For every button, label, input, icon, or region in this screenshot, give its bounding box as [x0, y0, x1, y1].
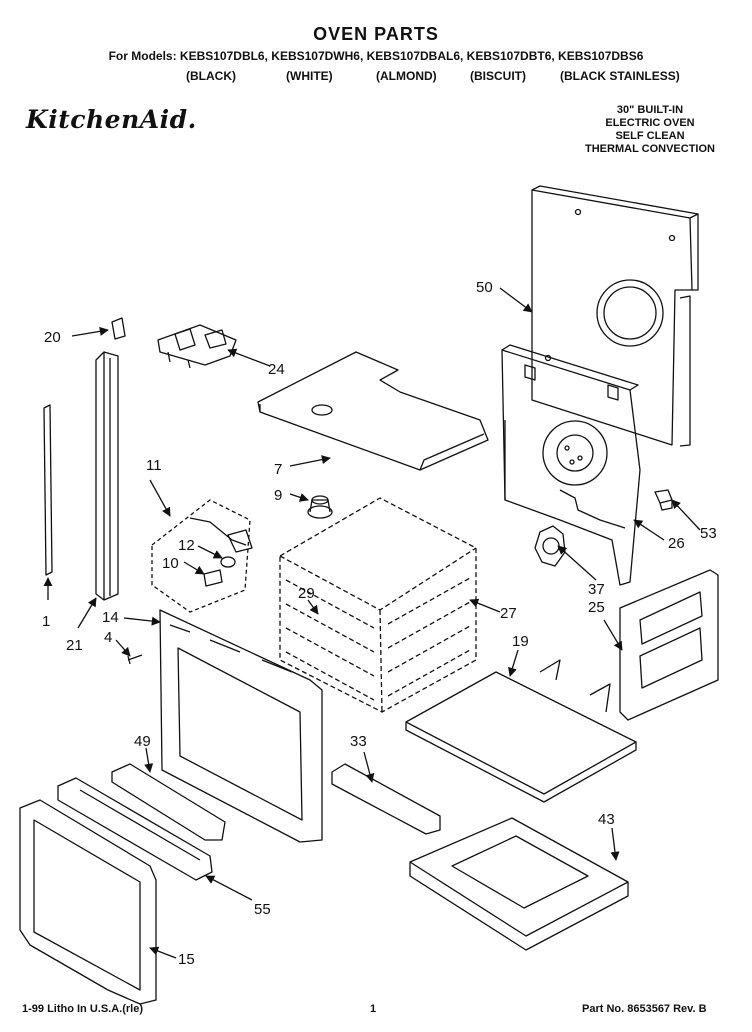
part-door-lock-group: [151, 499, 253, 613]
callout-50: 50: [476, 279, 493, 296]
callout-14: 14: [102, 609, 119, 626]
callout-33: 33: [350, 733, 367, 750]
callout-27: 27: [500, 605, 517, 622]
part-screw: [127, 654, 143, 665]
part-vertical-trim: [43, 404, 53, 576]
part-rear-panel: [531, 185, 699, 447]
desc-line: 30" BUILT-IN: [616, 104, 684, 116]
part-oven-cavity: [279, 497, 477, 713]
part-door-gasket: [19, 799, 157, 1005]
variant-black-stainless: (BLACK STAINLESS): [560, 69, 680, 83]
part-front-frame: [159, 609, 323, 843]
part-broil-tray: [409, 817, 629, 951]
callout-37: 37: [588, 581, 605, 598]
variant-white: (WHITE): [286, 69, 333, 83]
part-top-panel: [257, 351, 489, 471]
page-title: OVEN PARTS: [313, 24, 439, 44]
desc-line: SELF CLEAN: [615, 130, 685, 142]
desc-line: THERMAL CONVECTION: [585, 143, 715, 155]
callout-49: 49: [134, 733, 151, 750]
callout-leaders: [43, 287, 701, 959]
variant-biscuit: (BISCUIT): [470, 69, 526, 83]
callout-21: 21: [66, 637, 83, 654]
part-convection-panel: [501, 344, 641, 586]
variant-black: (BLACK): [186, 69, 236, 83]
callout-43: 43: [598, 811, 615, 828]
part-light-socket: [307, 495, 333, 519]
part-bottom-bracket: [331, 763, 441, 835]
callout-26: 26: [668, 535, 685, 552]
brand-logo: KitchenAid.: [26, 105, 197, 134]
models-line: For Models: KEBS107DBL6, KEBS107DWH6, KE…: [108, 49, 644, 63]
callout-1: 1: [42, 613, 50, 630]
part-side-panel-right: [619, 569, 719, 721]
footer-page-number: 1: [370, 1003, 377, 1015]
callout-55: 55: [254, 901, 271, 918]
part-element-assembly: [157, 324, 237, 369]
callout-29: 29: [298, 585, 315, 602]
part-side-trim: [95, 351, 119, 601]
callout-15: 15: [178, 951, 195, 968]
callout-10: 10: [162, 555, 179, 572]
callout-7: 7: [274, 461, 282, 478]
part-left-bracket: [111, 763, 226, 841]
callout-25: 25: [588, 599, 605, 616]
product-description: 30" BUILT-IN ELECTRIC OVEN SELF CLEAN TH…: [570, 104, 730, 156]
callout-11: 11: [146, 457, 162, 474]
footer-part-number: Part No. 8653567 Rev. B: [582, 1003, 707, 1015]
part-vent-trim: [57, 777, 213, 881]
callout-labels: 20 24 50 1 21 11 12 10 14 4 7 9 29 27 26…: [42, 279, 717, 968]
footer-litho: 1-99 Litho In U.S.A.(rle): [22, 1003, 144, 1015]
desc-line: ELECTRIC OVEN: [605, 117, 695, 129]
callout-4: 4: [104, 629, 112, 646]
callout-24: 24: [268, 361, 285, 378]
callout-19: 19: [512, 633, 529, 650]
variant-almond: (ALMOND): [376, 69, 437, 83]
model-variants: (BLACK) (WHITE) (ALMOND) (BISCUIT) (BLAC…: [0, 69, 752, 85]
callout-20: 20: [44, 329, 61, 346]
part-clip: [111, 317, 126, 340]
callout-9: 9: [274, 487, 282, 504]
part-bracket: [654, 489, 673, 511]
part-bottom-panel: [405, 659, 637, 803]
part-gasket: [534, 525, 566, 567]
callout-53: 53: [700, 525, 717, 542]
callout-12: 12: [178, 537, 195, 554]
